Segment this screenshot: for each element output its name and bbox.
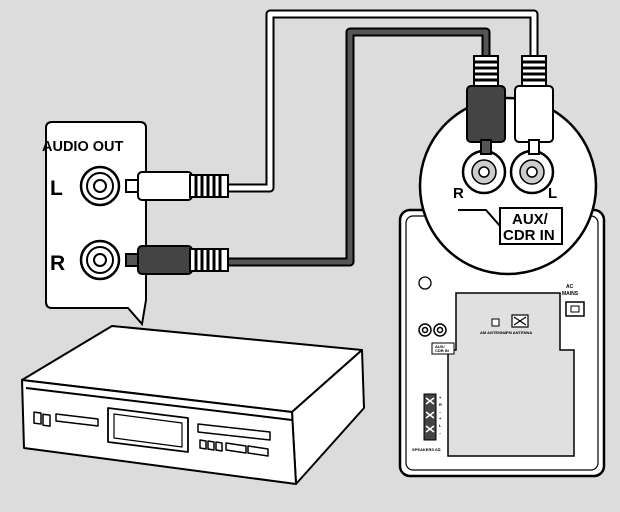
- white-rca-plug-aux: [514, 55, 554, 155]
- red-audio-cable: [228, 27, 491, 267]
- aux-right-jack: [461, 149, 507, 195]
- speaker-mark: R: [439, 402, 442, 407]
- speaker-terminal-marks: + R – + L –: [439, 395, 442, 435]
- aux-left-label: L: [548, 185, 557, 202]
- aux-cdr-in-label-line2: CDR IN: [503, 227, 555, 244]
- fm-antenna-label: FM ANTENNA: [506, 330, 532, 335]
- white-rca-plug-left: [125, 171, 229, 201]
- audio-out-right-jack: [79, 239, 121, 281]
- device-front-buttons-right: [199, 439, 269, 457]
- audio-out-left-jack: [79, 165, 121, 207]
- red-rca-plug-aux: [466, 55, 506, 155]
- audio-out-left-label: L: [50, 177, 63, 200]
- red-rca-plug-right: [125, 245, 229, 275]
- white-audio-cable: [228, 9, 539, 193]
- ac-mains-label-line1: AC: [566, 284, 574, 290]
- aux-left-jack: [509, 149, 555, 195]
- speaker-mark: –: [439, 430, 442, 435]
- small-aux-label-line1: AUX/: [435, 344, 445, 349]
- aux-input-zoom-callout: [418, 96, 598, 276]
- speakers-label: SPEAKERS 6Ω: [412, 447, 440, 452]
- audio-out-right-label: R: [50, 252, 65, 275]
- speaker-mark: –: [439, 409, 442, 414]
- am-antenna-label: AM ANTENNA: [480, 330, 507, 335]
- aux-cdr-in-label-line1: AUX/: [512, 211, 549, 228]
- device-front-buttons-left: [33, 411, 51, 427]
- screw-hole: [418, 276, 432, 290]
- cd-recorder-device: [21, 325, 365, 485]
- speaker-mark: +: [439, 416, 442, 421]
- speaker-mark: L: [439, 423, 442, 428]
- ac-mains-label-line2: MAINS: [562, 291, 579, 297]
- small-aux-jacks: [418, 323, 447, 337]
- am-antenna-terminal: [491, 318, 500, 327]
- audio-out-callout: [45, 121, 147, 327]
- speaker-terminals: [423, 393, 437, 441]
- aux-right-label: R: [453, 185, 464, 202]
- speaker-mark: +: [439, 395, 442, 400]
- small-aux-label-line2: CDR IN: [435, 348, 449, 353]
- stereo-back-panel: [398, 208, 606, 478]
- audio-out-title: AUDIO OUT: [42, 139, 124, 155]
